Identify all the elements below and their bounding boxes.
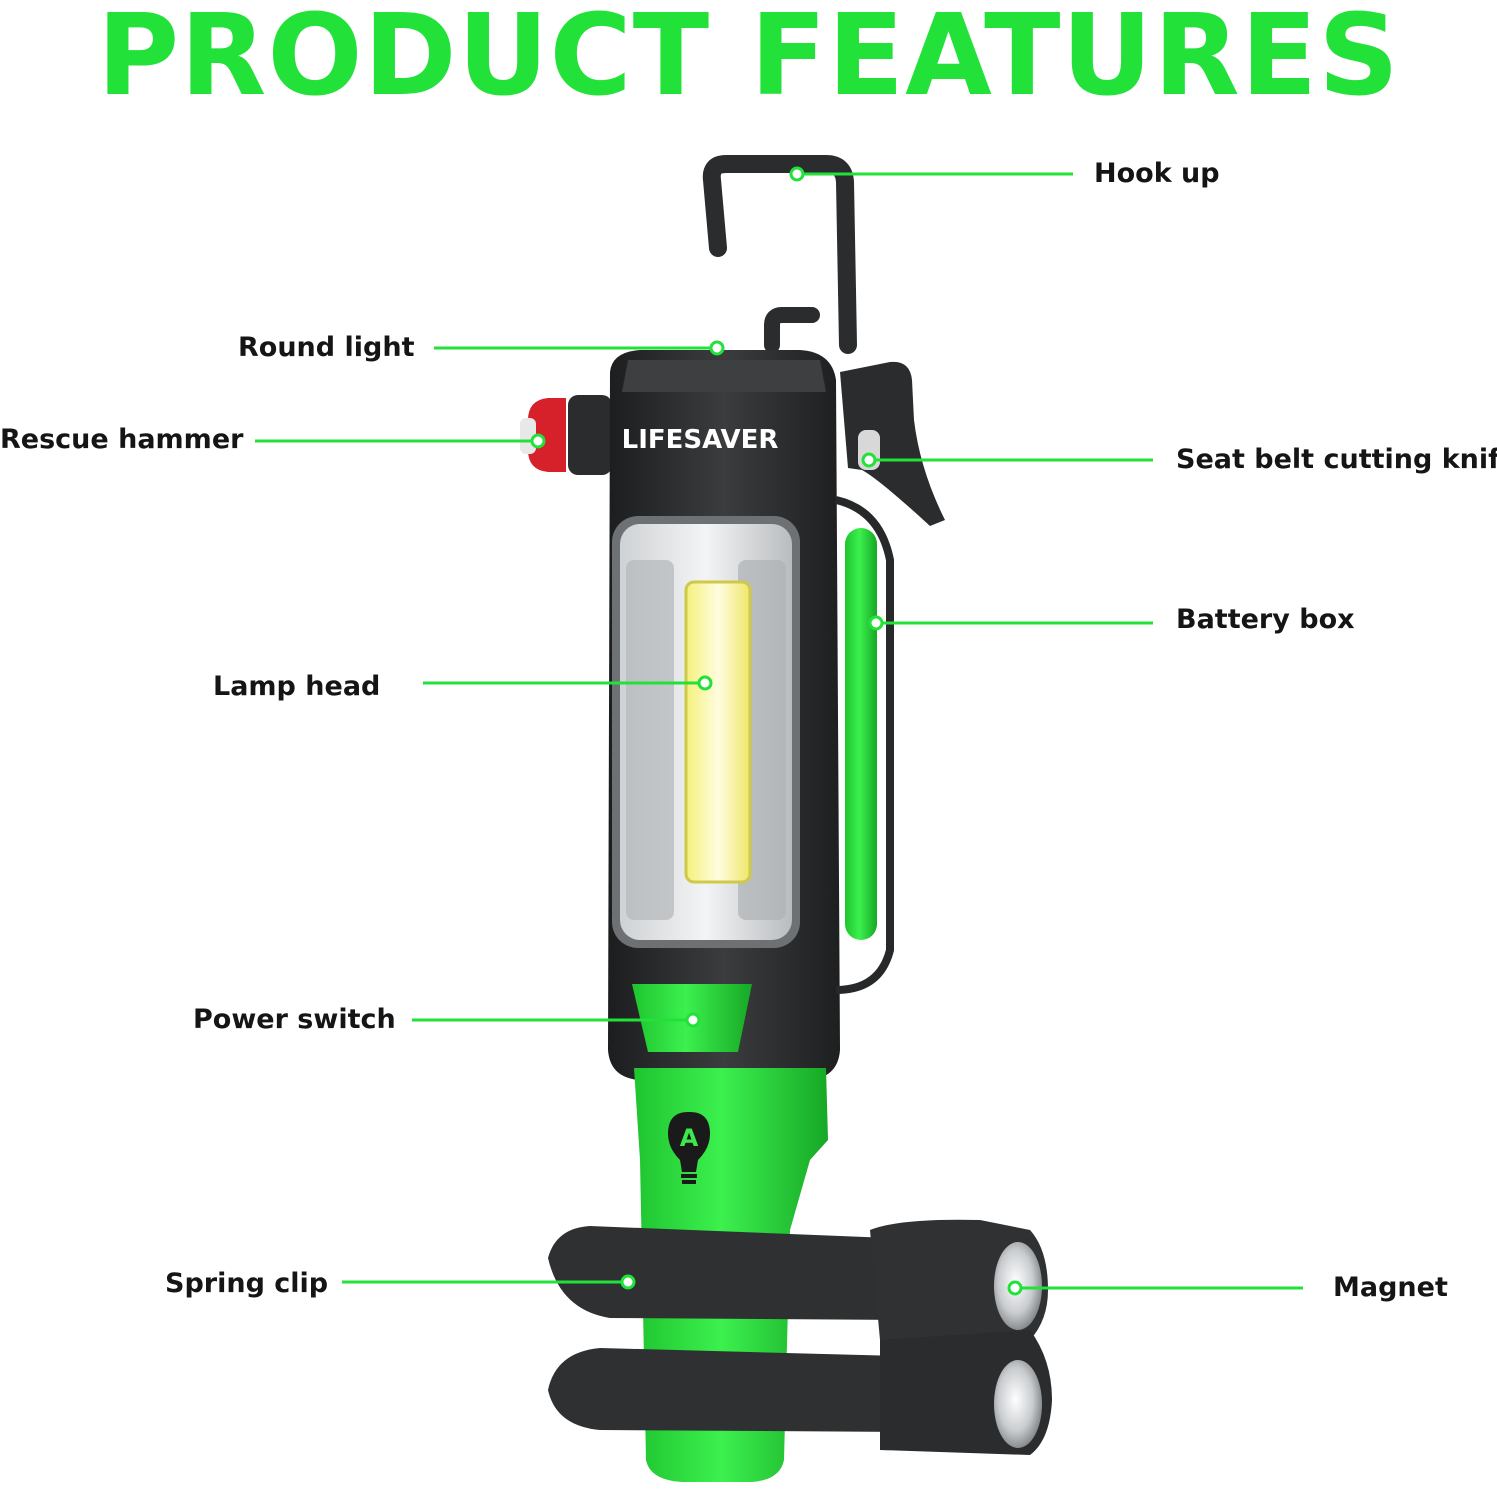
callout-lines <box>255 172 1303 1290</box>
label-round-light: Round light <box>238 332 415 363</box>
callout-dots <box>530 166 1023 1296</box>
page-title: PRODUCT FEATURES <box>97 0 1400 121</box>
label-power-switch: Power switch <box>193 1004 396 1035</box>
rescue-hammer <box>568 395 612 475</box>
label-hook-up: Hook up <box>1094 158 1220 189</box>
bulb-letter: A <box>680 1124 699 1152</box>
label-spring-clip: Spring clip <box>165 1268 329 1299</box>
battery-box <box>845 528 877 940</box>
bulb-icon <box>668 1112 710 1184</box>
label-battery-box: Battery box <box>1176 604 1355 635</box>
spring-clip <box>548 1226 910 1320</box>
seat-belt-cutter <box>840 361 945 526</box>
label-seat-belt-knife: Seat belt cutting knife <box>1176 444 1497 475</box>
label-rescue-hammer: Rescue hammer <box>0 424 244 455</box>
label-lamp-head: Lamp head <box>213 671 381 702</box>
brand-logo: LIFESAVER <box>622 425 779 455</box>
label-magnet: Magnet <box>1333 1272 1448 1303</box>
